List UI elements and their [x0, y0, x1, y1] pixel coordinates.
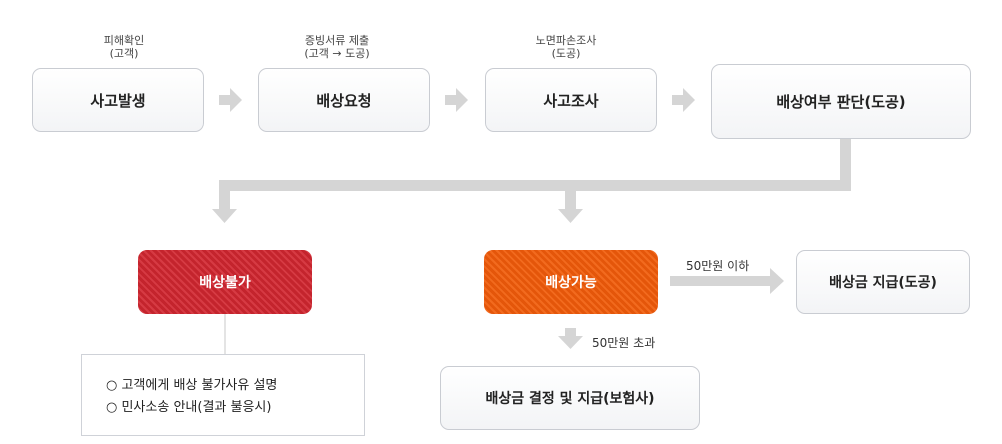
- result-label: 배상금 결정 및 지급(보험사): [485, 391, 655, 407]
- step-accident-investigation: 사고조사: [485, 68, 657, 132]
- step-2-caption: 증빙서류 제출 (고객 → 도공): [257, 34, 417, 60]
- step-label: 배상여부 판단(도공): [776, 93, 906, 111]
- outcome-label: 배상가능: [545, 275, 597, 291]
- outcome-label: 배상불가: [199, 275, 251, 291]
- caption-line: (고객): [109, 47, 139, 60]
- caption-line: 증빙서류 제출: [304, 34, 370, 47]
- result-label: 배상금 지급(도공): [829, 275, 937, 291]
- outcome-accept: 배상가능: [484, 250, 658, 314]
- result-payment-doro: 배상금 지급(도공): [796, 250, 970, 314]
- arrow-down-icon: [558, 191, 583, 223]
- reject-notes: ○ 고객에게 배상 불가사유 설명 ○ 민사소송 안내(결과 불응시): [81, 354, 365, 436]
- step-compensation-decision: 배상여부 판단(도공): [711, 64, 971, 139]
- step-label: 배상요청: [316, 91, 372, 110]
- note-line: ○ 고객에게 배상 불가사유 설명: [106, 378, 278, 393]
- step-3-caption: 노면파손조사 (도공): [486, 34, 646, 60]
- arrow-right-icon: [219, 88, 242, 112]
- step-compensation-request: 배상요청: [258, 68, 430, 132]
- arrow-down-icon: [558, 328, 583, 349]
- step-label: 사고조사: [543, 91, 599, 110]
- caption-line: 피해확인: [103, 34, 145, 47]
- step-label: 사고발생: [90, 91, 146, 110]
- step-accident-occur: 사고발생: [32, 68, 204, 132]
- outcome-reject: 배상불가: [138, 250, 312, 314]
- arrow-right-icon: [445, 88, 468, 112]
- step-1-caption: 피해확인 (고객): [44, 34, 204, 60]
- connector-line: [219, 180, 851, 191]
- note-line: ○ 민사소송 안내(결과 불응시): [106, 400, 272, 415]
- caption-line: 노면파손조사: [535, 34, 597, 47]
- result-payment-insurer: 배상금 결정 및 지급(보험사): [440, 366, 700, 430]
- branch-under-condition: 50만원 이하: [686, 259, 750, 273]
- caption-line: (도공): [551, 47, 581, 60]
- arrow-right-icon: [672, 88, 695, 112]
- connector-line: [840, 139, 851, 191]
- arrow-down-icon: [212, 191, 237, 223]
- branch-over-condition: 50만원 초과: [592, 336, 656, 350]
- caption-line: (고객 → 도공): [304, 47, 370, 60]
